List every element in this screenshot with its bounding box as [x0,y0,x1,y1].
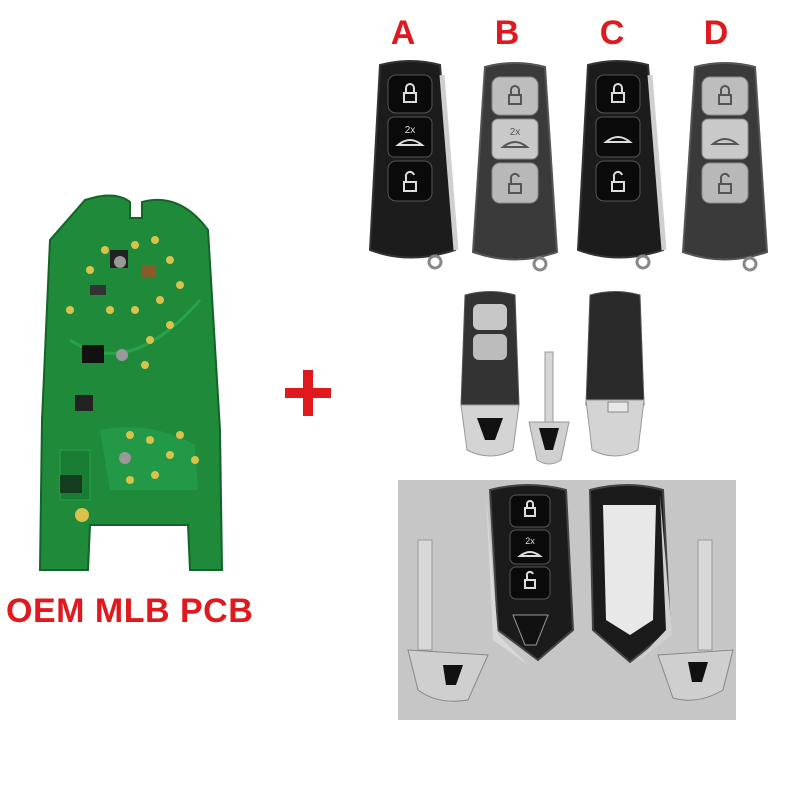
variant-label-d: D [703,14,729,52]
trunk-label-a: 2x [405,125,416,136]
emergency-key-blade [528,351,570,465]
variant-label-c: C [599,14,625,52]
pcb-board-image [38,194,224,571]
detail-photo: 2x [398,480,736,720]
key-fob-c [576,60,667,270]
key-fob-b: 2x [471,62,559,272]
key-fob-d [681,62,769,272]
key-fob-small-back [585,291,645,457]
key-fob-a: 2x [368,60,459,270]
variant-label-b: B [494,14,520,52]
product-caption: OEM MLB PCB [6,592,254,630]
trunk-label-b: 2x [510,127,521,138]
plus-icon [283,368,333,418]
variant-label-a: A [390,14,416,52]
key-fob-small-front [460,291,520,457]
trunk-label-detail: 2x [525,536,535,546]
